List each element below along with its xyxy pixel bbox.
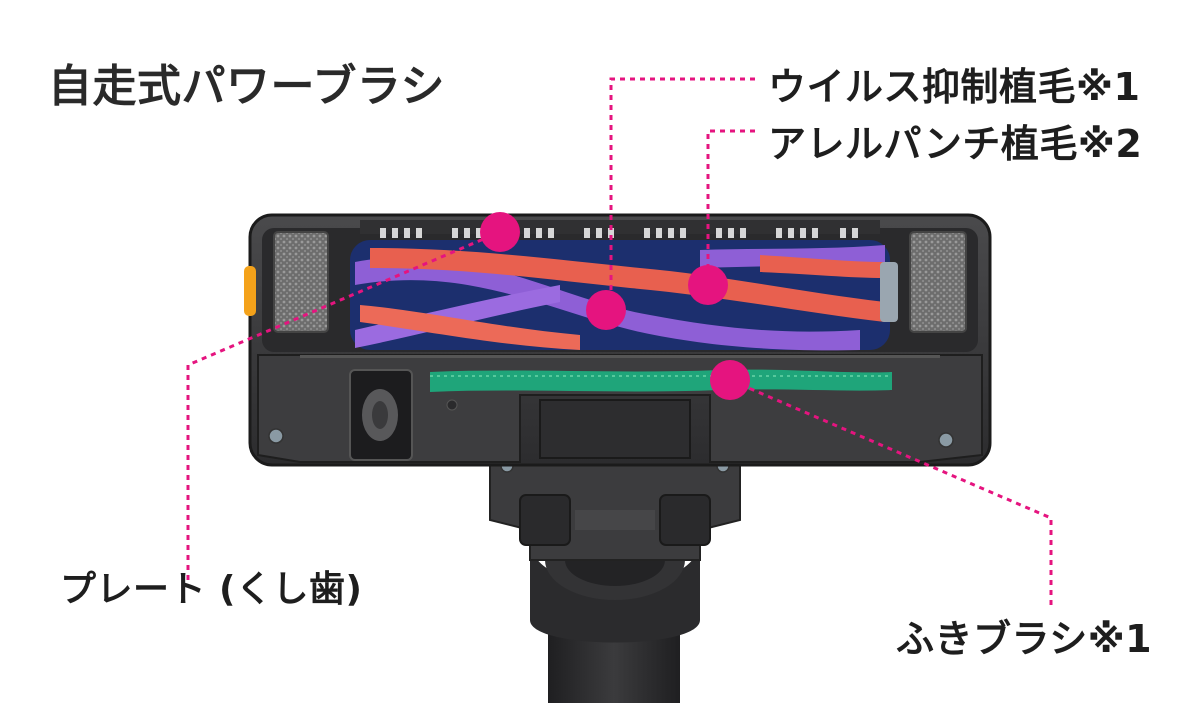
marker-allergen	[688, 265, 728, 305]
label-virus-bristles: ウイルス抑制植毛※1	[768, 65, 1141, 109]
side-pads	[273, 231, 967, 333]
marker-plate	[480, 212, 520, 252]
leader-plate	[186, 230, 501, 580]
swivel-joint	[489, 439, 741, 561]
callout-leaders	[186, 77, 1053, 605]
label-plate: プレート (くし歯)	[60, 569, 363, 610]
label-wiper-brush: ふきブラシ※1	[896, 617, 1153, 661]
marker-virus	[586, 290, 626, 330]
brush-roller	[350, 240, 898, 351]
leader-virus	[609, 77, 755, 310]
diagram-title: 自走式パワーブラシ	[48, 61, 445, 112]
callout-markers	[480, 212, 750, 400]
label-allergen-bristles: アレルパンチ植毛※2	[768, 122, 1143, 166]
marker-wiper	[710, 360, 750, 400]
wiper-brush-strip	[430, 369, 892, 392]
